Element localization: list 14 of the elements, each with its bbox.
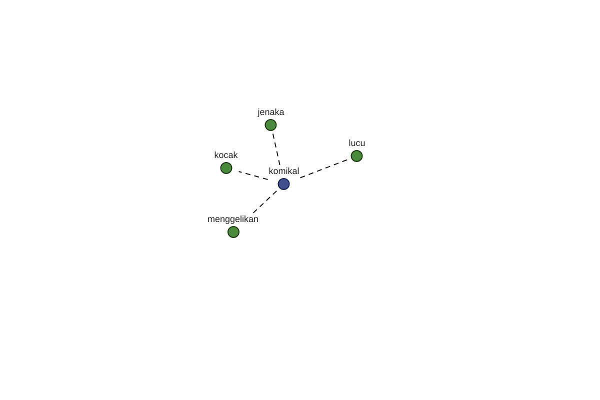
- graph-node: [268, 166, 300, 190]
- connector-line: [252, 190, 278, 214]
- graph-node: [348, 138, 366, 162]
- node-label: menggelikan: [207, 214, 259, 225]
- connector-line: [300, 159, 348, 178]
- node-label: jenaka: [258, 107, 284, 118]
- graph-node: [258, 107, 284, 131]
- graph-node: [207, 214, 259, 238]
- connector-line: [272, 132, 280, 166]
- connector-line: [238, 171, 268, 180]
- node-label: komikal: [268, 166, 300, 177]
- node-label: lucu: [348, 138, 366, 149]
- node-label: kocak: [214, 150, 238, 161]
- graph-node: [214, 150, 238, 174]
